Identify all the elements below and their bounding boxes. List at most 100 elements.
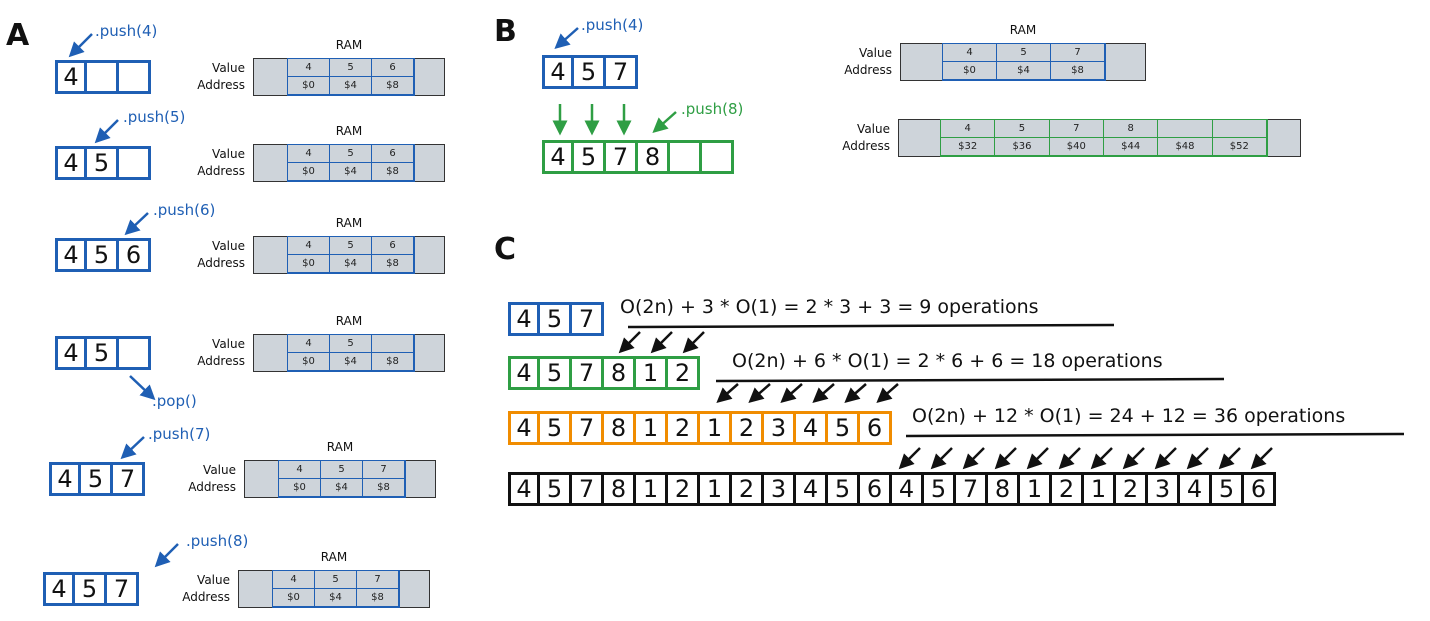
ram-address-cell: $52 <box>1212 138 1267 156</box>
ram-value-cell <box>1158 120 1213 138</box>
ram-title: RAM <box>326 440 354 454</box>
array-cell: 6 <box>860 411 892 445</box>
ram-address-cell: $8 <box>357 589 399 607</box>
array-cell <box>670 140 702 174</box>
array-cell: 4 <box>796 411 828 445</box>
ram-value-cell: 7 <box>363 461 405 479</box>
operation-label: .push(8) <box>186 532 249 550</box>
ram-address-cell: $36 <box>995 138 1050 156</box>
operation-label: .pop() <box>152 392 197 410</box>
ram-address-label: Address <box>197 78 245 92</box>
arrow-icon <box>1058 447 1081 470</box>
ram-value-label: Value <box>203 463 236 477</box>
array-cell: 5 <box>540 302 572 336</box>
array-cell: 5 <box>81 462 113 496</box>
array-cell: 5 <box>828 411 860 445</box>
array-cell: 4 <box>49 462 81 496</box>
array-cell: 6 <box>1244 472 1276 506</box>
ram-value-cell: 4 <box>288 335 330 353</box>
ram-address-label: Address <box>197 256 245 270</box>
array-cell: 4 <box>508 356 540 390</box>
arrow-icon <box>876 383 899 403</box>
ram-address-cell: $4 <box>321 479 363 497</box>
array-cell: 4 <box>508 302 540 336</box>
arrow-icon <box>68 33 93 58</box>
array-cell: 7 <box>572 302 604 336</box>
arrow-icon <box>682 331 705 354</box>
arrow-icon <box>1218 447 1241 470</box>
array-cell: 5 <box>540 356 572 390</box>
arrow-icon <box>1026 447 1049 470</box>
array-cell: 2 <box>732 411 764 445</box>
array-cell: 5 <box>574 140 606 174</box>
array-cell: 4 <box>542 55 574 89</box>
ram-address-cell: $4 <box>330 163 372 181</box>
arrow-icon <box>94 119 119 144</box>
array-cell: 7 <box>606 140 638 174</box>
ram-value-label: Value <box>197 573 230 587</box>
arrow-icon <box>652 111 677 133</box>
array-cell: 4 <box>55 336 87 370</box>
ram-value-cell: 4 <box>941 120 996 138</box>
array-cell: 1 <box>1084 472 1116 506</box>
arrow-icon <box>1122 447 1145 470</box>
ram-address-cell: $4 <box>330 77 372 95</box>
ram-value-cell: 7 <box>1051 44 1105 62</box>
ram-address-cell: $0 <box>273 589 315 607</box>
ram-address-cell: $8 <box>363 479 405 497</box>
array-cell: 4 <box>55 238 87 272</box>
array-cell: 7 <box>572 356 604 390</box>
ram-title: RAM <box>335 314 363 328</box>
ram-address-cell: $8 <box>372 77 414 95</box>
array-cell: 5 <box>75 572 107 606</box>
ram-value-cell: 6 <box>372 145 414 163</box>
array-cell <box>702 140 734 174</box>
ram-address-cell: $4 <box>997 62 1051 80</box>
ram-address-cell: $32 <box>941 138 996 156</box>
array-cell: 4 <box>55 146 87 180</box>
arrow-icon <box>748 383 771 403</box>
ram-value-cell: 5 <box>997 44 1051 62</box>
array-cell: 1 <box>1020 472 1052 506</box>
array-cell: 5 <box>574 55 606 89</box>
arrow-icon <box>930 447 953 470</box>
ram-value-cell: 4 <box>943 44 997 62</box>
array-cell: 8 <box>638 140 670 174</box>
arrow-icon <box>844 383 867 403</box>
array-cell: 4 <box>892 472 924 506</box>
section-b-label: B <box>494 14 517 49</box>
ram-value-cell: 6 <box>372 237 414 255</box>
array-cell: 4 <box>1180 472 1212 506</box>
array-cell: 1 <box>636 472 668 506</box>
arrow-icon <box>129 375 156 401</box>
arrow-icon <box>154 543 179 568</box>
ram-value-label: Value <box>212 239 245 253</box>
arrow-icon <box>716 383 739 403</box>
array-cell: 5 <box>1212 472 1244 506</box>
ram-value-cell: 5 <box>330 335 372 353</box>
complexity-formula: O(2n) + 6 * O(1) = 2 * 6 + 6 = 18 operat… <box>732 350 1163 372</box>
ram-address-cell: $0 <box>288 255 330 273</box>
array-cell <box>119 60 151 94</box>
array-cell <box>87 60 119 94</box>
ram-value-cell: 4 <box>288 145 330 163</box>
array-cell: 4 <box>542 140 574 174</box>
ram-value-cell: 5 <box>995 120 1050 138</box>
ram-value-cell: 8 <box>1103 120 1159 138</box>
copy-line <box>905 432 1405 438</box>
ram-value-label: Value <box>212 147 245 161</box>
array-cell: 7 <box>606 55 638 89</box>
array-cell: 7 <box>572 472 604 506</box>
ram-value-cell: 4 <box>273 571 315 589</box>
